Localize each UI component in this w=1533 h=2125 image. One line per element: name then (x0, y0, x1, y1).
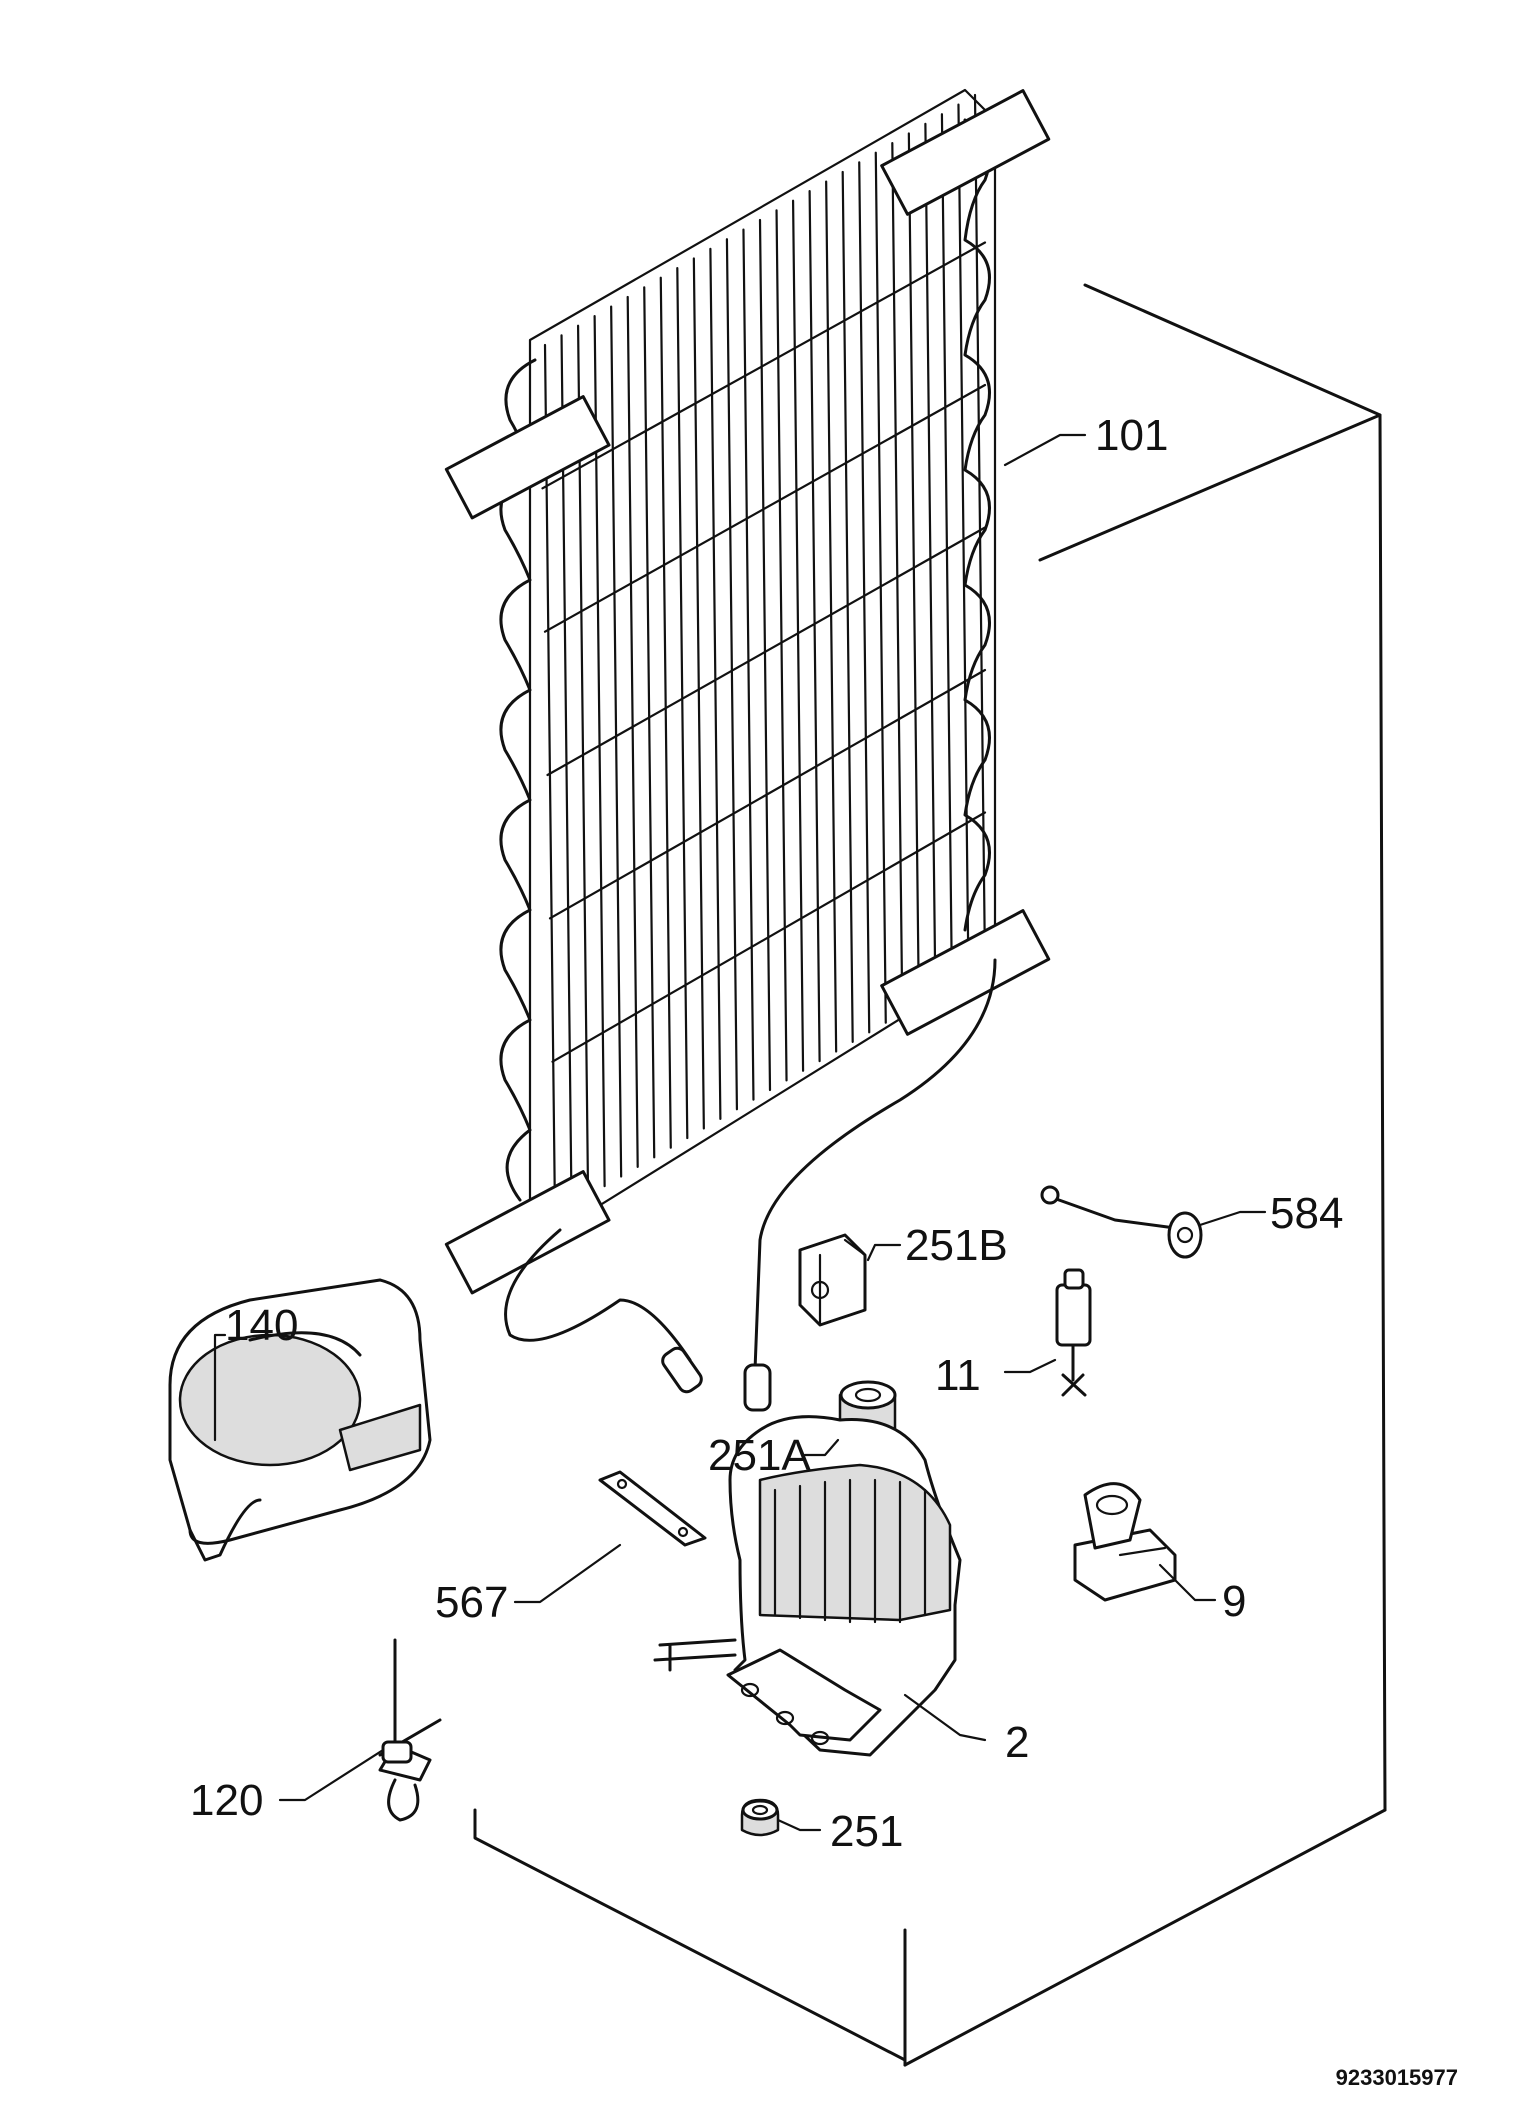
condenser (444, 88, 1051, 1412)
callout-251: 251 (830, 1807, 903, 1856)
condenser-tube (709, 247, 722, 1120)
condenser-tube (808, 190, 821, 1063)
condenser-wire (541, 241, 987, 490)
drip-tray (168, 1278, 432, 1562)
callout-140: 140 (225, 1301, 298, 1350)
condenser-tube (643, 286, 656, 1159)
callout-9: 9 (1222, 1577, 1246, 1626)
bracket (598, 1470, 707, 1547)
condenser-tube (626, 295, 639, 1169)
condenser-tube (593, 315, 606, 1188)
callout-251B: 251B (905, 1221, 1008, 1270)
condenser-tube (791, 199, 805, 1072)
condenser-tube (576, 324, 590, 1197)
callout-120: 120 (190, 1776, 263, 1825)
condenser-tube (758, 218, 772, 1092)
condenser-tube (858, 161, 871, 1034)
callout-251A: 251A (708, 1431, 811, 1480)
rubber-foot (740, 1798, 780, 1837)
callout-101: 101 (1095, 411, 1168, 460)
compressor (653, 1415, 962, 1757)
condenser-tube (659, 276, 672, 1149)
condenser-tube (560, 334, 573, 1207)
condenser-wire (543, 383, 987, 633)
condenser-tube (543, 343, 557, 1217)
drier-clip (798, 1233, 867, 1327)
condenser-tube (676, 266, 689, 1140)
leader-lines (213, 433, 1267, 1832)
callout-11: 11 (935, 1351, 981, 1400)
condenser-wire (548, 668, 987, 920)
condenser-tube (775, 209, 788, 1082)
thermal-fuse (1040, 1185, 1203, 1259)
condenser-tube (841, 170, 854, 1044)
cabinet-outline (473, 283, 1387, 2067)
callout-567: 567 (435, 1578, 508, 1627)
service-valve (378, 1638, 442, 1822)
condenser-wire (546, 526, 987, 777)
relay (1073, 1482, 1177, 1602)
condenser-tube (610, 305, 623, 1178)
condenser-tube (825, 180, 838, 1053)
condenser-wire (551, 811, 987, 1063)
condenser-tube (742, 228, 755, 1101)
capacitor (1055, 1268, 1092, 1397)
document-id: 9233015977 (1336, 2065, 1458, 2090)
condenser-tube (725, 238, 739, 1111)
callout-labels: 101 251B 584 140 11 251A 9 567 2 120 251 (190, 411, 1343, 1856)
condenser-tube (692, 257, 705, 1130)
callout-2: 2 (1005, 1718, 1029, 1767)
callout-584: 584 (1270, 1189, 1343, 1238)
